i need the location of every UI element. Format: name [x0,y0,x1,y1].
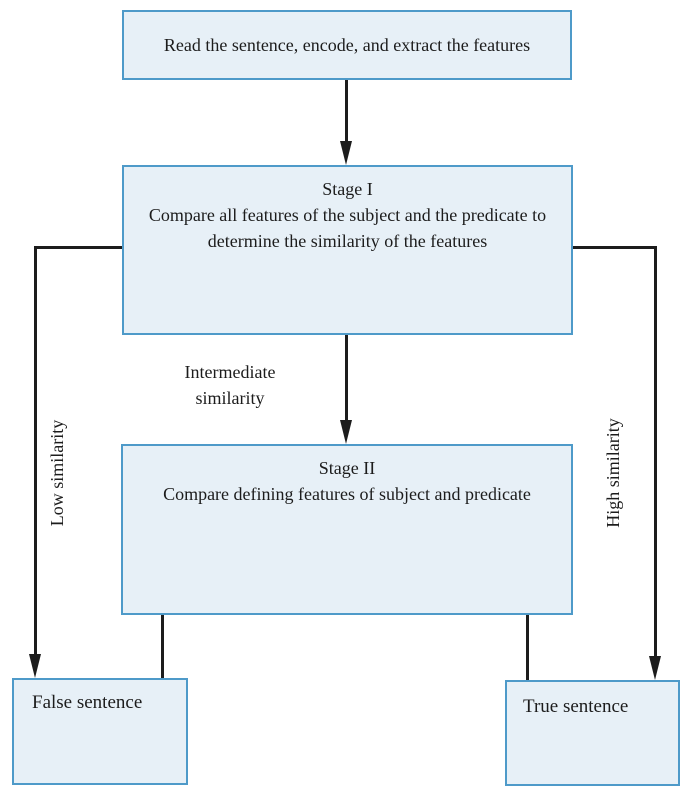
arrow-down-head-icon [340,141,352,165]
node-stage1-body: Compare all features of the subject and … [148,205,547,251]
node-false-sentence-label: False sentence [32,692,143,713]
edge-stage2-to-true-line [526,615,529,680]
edge-low-similarity-horizontal-line [34,246,122,249]
node-true-sentence: True sentence [505,680,680,786]
edge-label-intermediate-similarity: Intermediate similarity [184,362,276,408]
arrow-down-head-icon [649,656,661,680]
edge-label-low-similarity: Low similarity [47,419,67,527]
node-read-sentence: Read the sentence, encode, and extract t… [122,10,572,80]
node-read-sentence-content: Read the sentence, encode, and extract t… [124,32,570,58]
edge-low-similarity-vertical-line [34,246,37,656]
node-read-sentence-label: Read the sentence, encode, and extract t… [163,35,531,55]
arrow-down-head-icon [340,420,352,444]
node-true-sentence-label: True sentence [523,696,629,717]
edge-stage1-to-stage2-line [345,335,348,422]
node-stage2: Stage II Compare defining features of su… [121,444,573,615]
node-stage1-title: Stage I [322,179,373,199]
edge-label-high-similarity: High similarity [603,418,623,528]
arrow-down-head-icon [29,654,41,678]
edge-high-similarity-vertical-line [654,246,657,658]
node-false-sentence: False sentence [12,678,188,785]
node-stage2-content: Stage II Compare defining features of su… [123,455,571,507]
node-stage2-body: Compare defining features of subject and… [163,484,531,504]
edge-high-similarity-horizontal-line [573,246,657,249]
node-stage1: Stage I Compare all features of the subj… [122,165,573,335]
edge-read-to-stage1-line [345,80,348,143]
node-stage2-title: Stage II [318,458,376,478]
node-stage1-content: Stage I Compare all features of the subj… [124,176,571,254]
edge-stage2-to-false-line [161,615,164,678]
